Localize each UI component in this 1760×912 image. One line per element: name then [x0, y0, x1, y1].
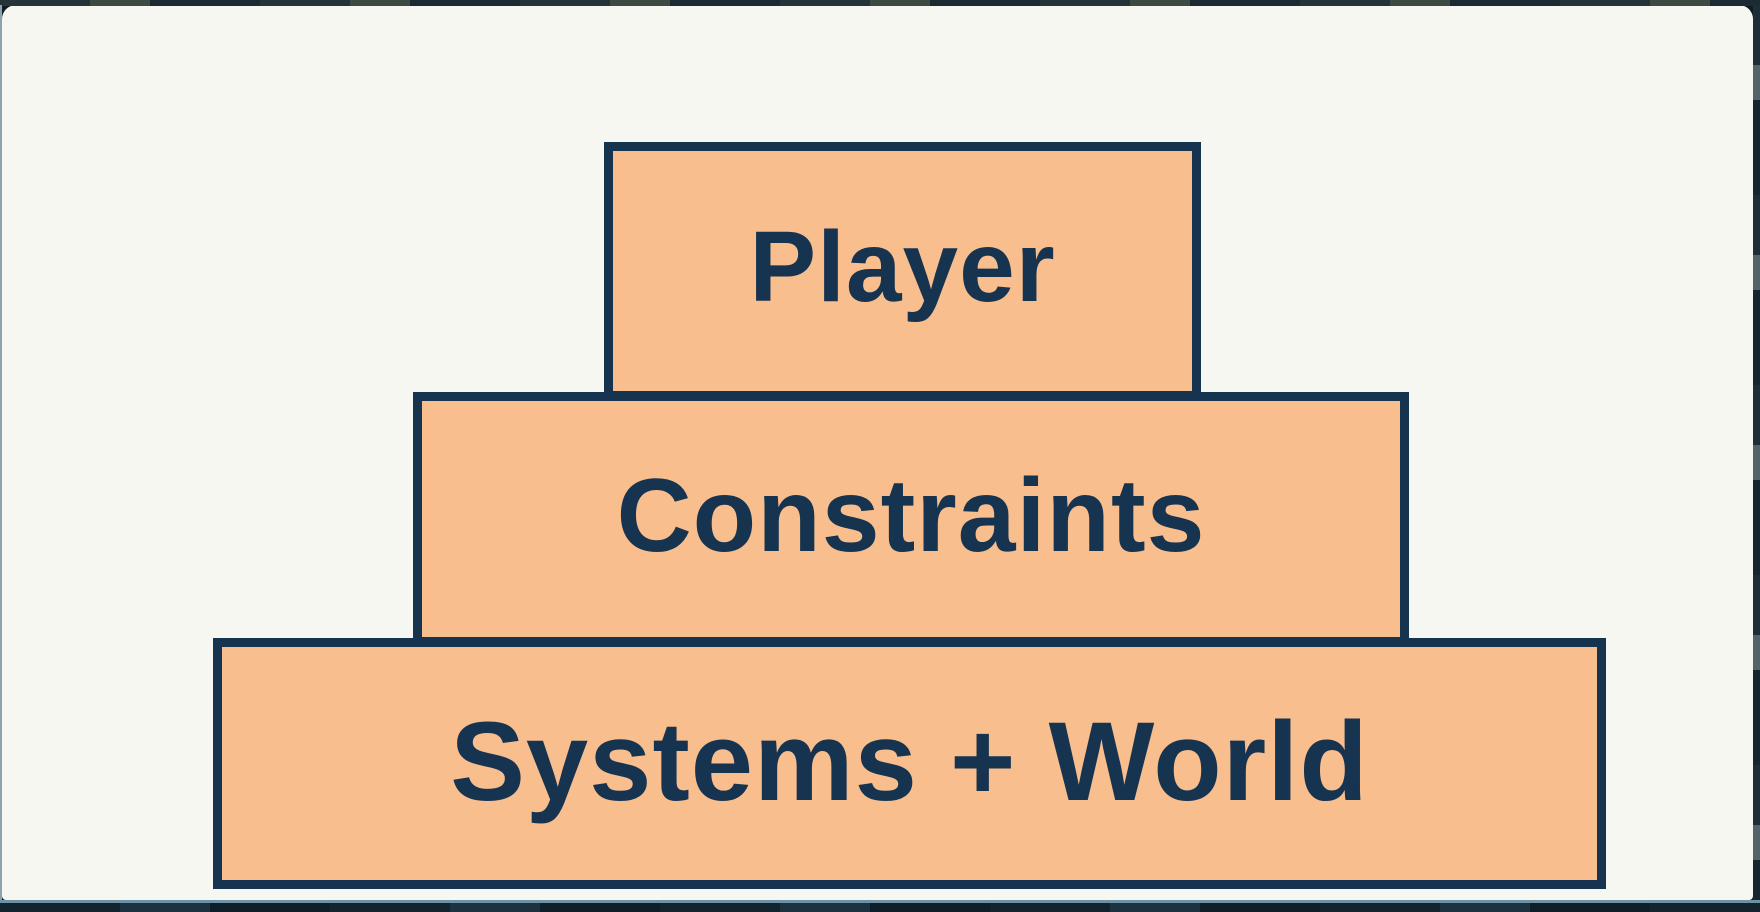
left-frame-strip: [0, 5, 2, 900]
layer-label-player: Player: [749, 210, 1056, 323]
layer-label-systems-world: Systems + World: [450, 699, 1369, 824]
right-frame-strip: [1753, 5, 1760, 900]
layer-box-systems-world: Systems + World: [213, 638, 1606, 889]
layer-box-constraints: Constraints: [413, 392, 1409, 646]
layer-label-constraints: Constraints: [616, 457, 1206, 574]
top-frame-bar: [0, 0, 1760, 6]
layer-box-player: Player: [604, 142, 1201, 400]
bottom-frame-bar: [0, 900, 1760, 912]
